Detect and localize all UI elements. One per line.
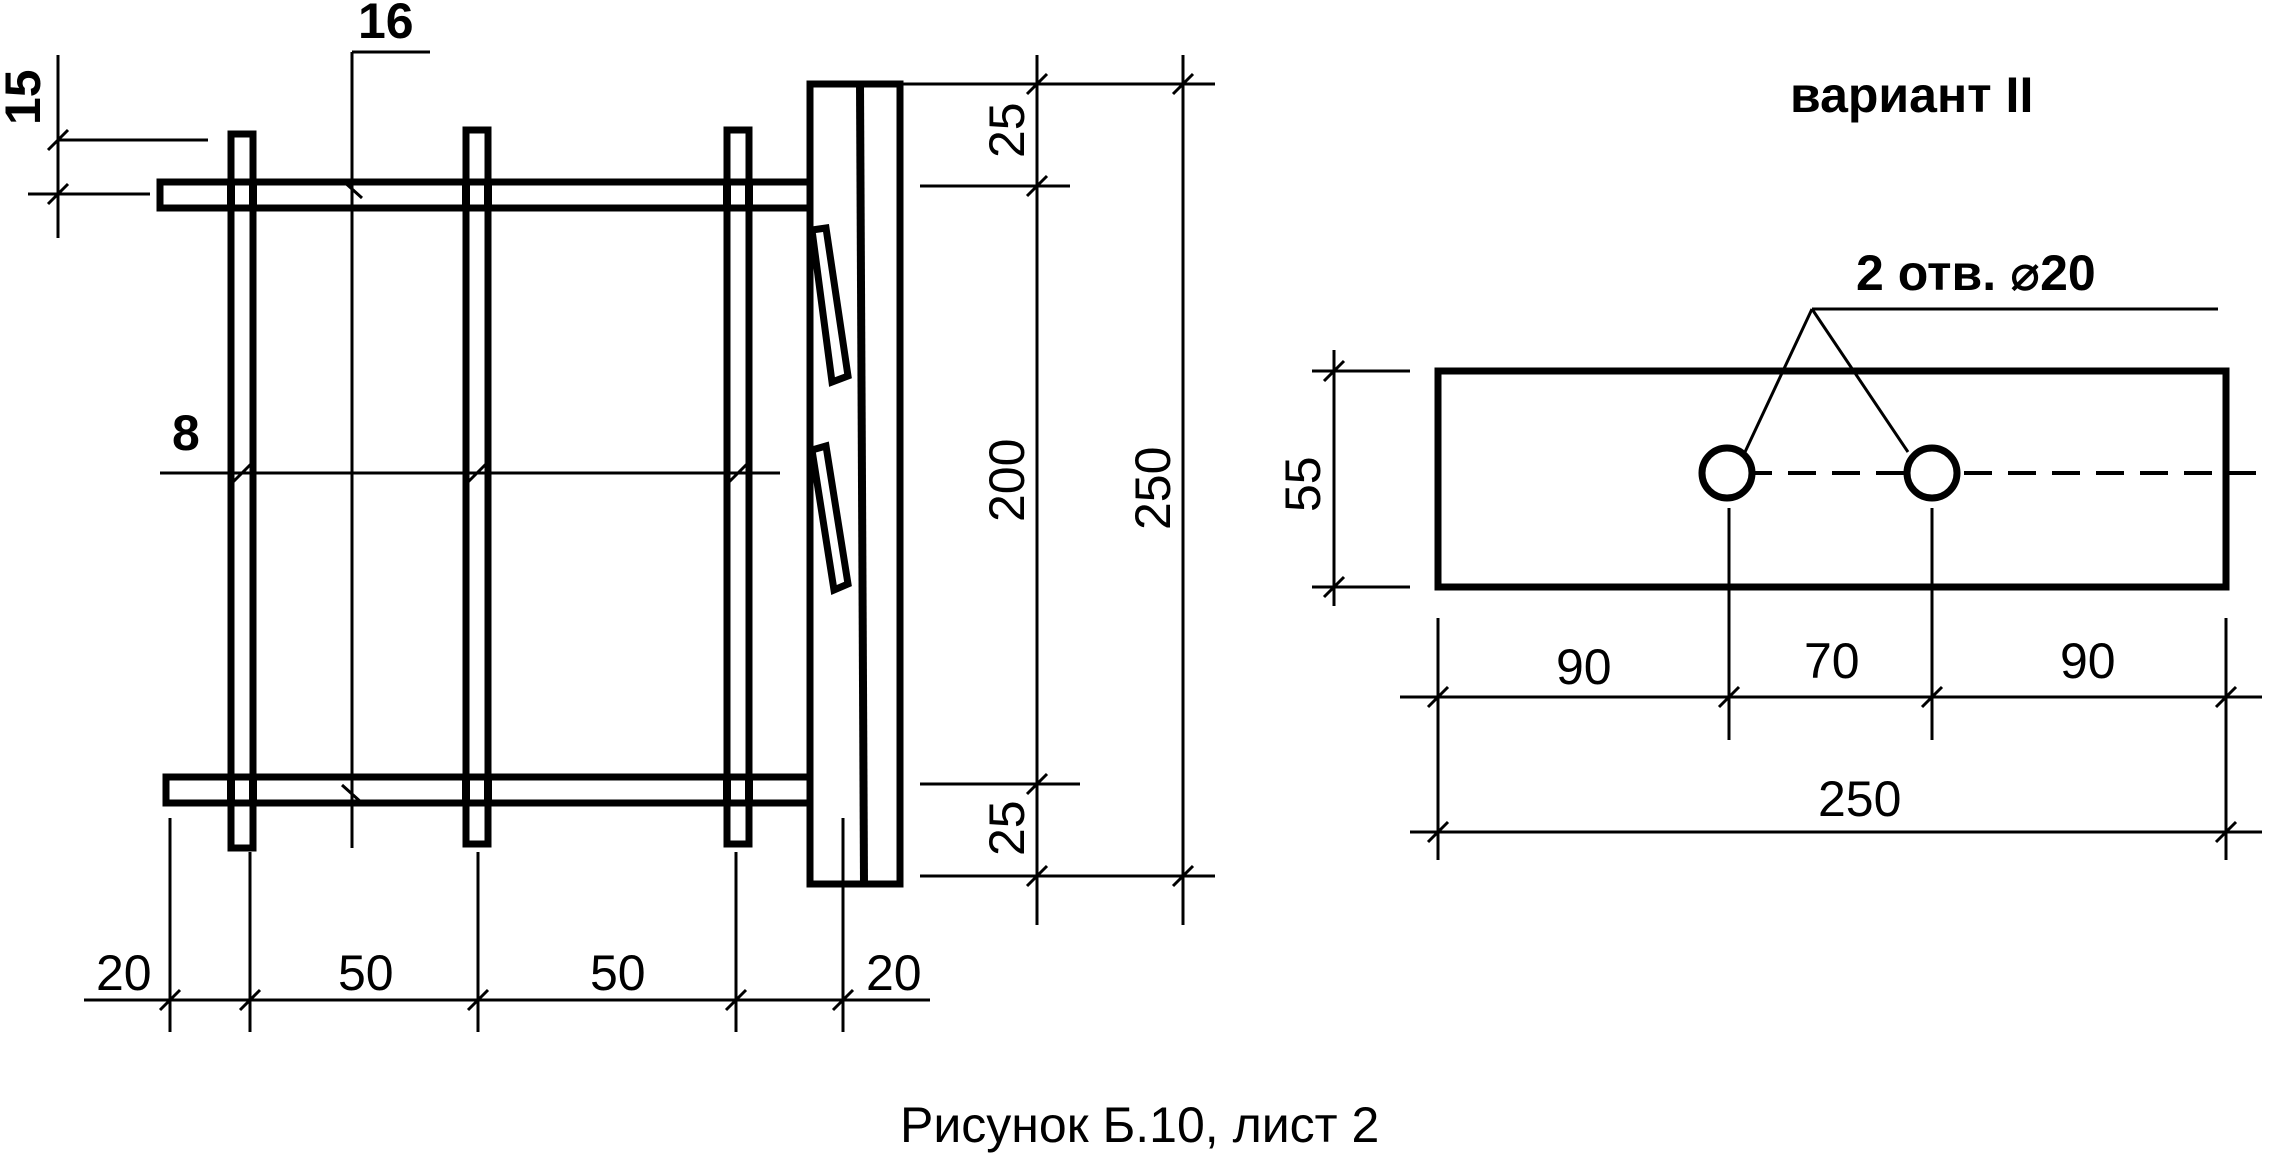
left-view: 15 16 8 [0,0,1215,1032]
holes-label: 2 отв. ⌀20 [1856,245,2096,301]
horizontal-bar-bottom [162,773,848,807]
hole-1 [1698,444,1756,502]
dim-55-label: 55 [1275,456,1331,512]
dim-16: 16 [340,0,430,848]
dim-55: 55 [1275,350,1410,606]
figure-caption: Рисунок Б.10, лист 2 [900,1097,1379,1153]
dim-50-a-label: 50 [338,945,394,1001]
dim-90-right-label: 90 [2060,633,2116,689]
dim-20-left-label: 20 [96,945,152,1001]
dim-25-top-label: 25 [979,102,1035,158]
anchor-lower [808,441,852,595]
dim-250-right-label: 250 [1818,771,1901,827]
dim-8-label: 8 [172,405,200,461]
dim-250-label: 250 [1125,447,1181,530]
dim-8: 8 [160,405,780,485]
dim-70-label: 70 [1804,633,1860,689]
vertical-bar-2 [462,126,492,848]
dim-200-label: 200 [979,439,1035,522]
variant-title: вариант II [1790,67,2033,123]
plate-front [1434,367,2230,591]
dim-16-label: 16 [358,0,414,49]
dim-vertical-right: 25 200 25 250 [900,55,1215,925]
dim-15-label: 15 [0,69,51,125]
horizontal-bar-top [156,178,840,212]
dim-25-bottom-label: 25 [979,800,1035,856]
anchor-upper [808,224,852,387]
holes-leader: 2 отв. ⌀20 [1743,245,2218,453]
dim-90-left-label: 90 [1556,639,1612,695]
vertical-bar-3 [723,126,753,848]
right-view: вариант II 2 отв. ⌀20 55 [1275,67,2262,860]
plate-inner-line [856,83,868,885]
dim-50-b-label: 50 [590,945,646,1001]
vertical-bar-1 [227,130,257,852]
dim-15: 15 [0,55,208,238]
dim-right-bottom: 90 70 90 250 [1400,508,2262,860]
dim-horizontal-bottom: 20 50 50 20 [84,818,930,1032]
dim-20-right-label: 20 [866,945,922,1001]
hole-2 [1903,444,1961,502]
